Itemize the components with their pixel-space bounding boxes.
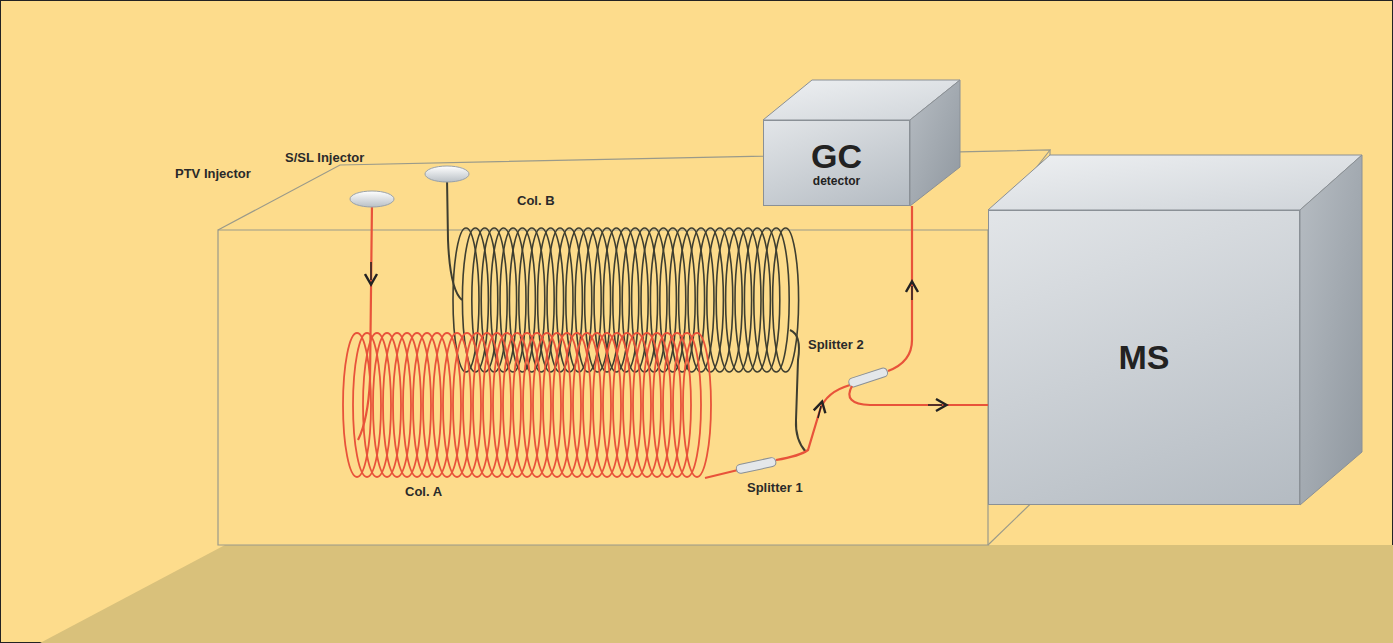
transfer-line	[776, 385, 850, 460]
gc-oven	[218, 150, 1050, 545]
ms-transfer-line	[849, 386, 988, 405]
ms-box: MS	[988, 210, 1300, 505]
injector-label: S/SL Injector	[283, 150, 366, 165]
detector-title: GC	[811, 139, 862, 175]
ptv-injector	[350, 191, 394, 207]
gc-detector-box: GCdetector	[763, 120, 910, 206]
splitter-2	[848, 367, 889, 388]
ms-title: MS	[1119, 340, 1170, 376]
ssl-injector	[425, 166, 469, 182]
injector-label: PTV Injector	[173, 166, 253, 181]
column-label: Col. B	[515, 193, 557, 208]
flow-arrow	[928, 404, 942, 406]
flow-arrow	[370, 262, 372, 280]
detector-subtitle: detector	[813, 175, 860, 188]
column-a-coil	[683, 333, 711, 477]
floor	[40, 545, 1393, 643]
splitter-1	[736, 457, 777, 474]
splitter-label: Splitter 2	[806, 337, 866, 352]
column-label: Col. A	[403, 484, 444, 499]
ms-top	[988, 155, 1362, 210]
flow-arrow	[911, 286, 913, 300]
column-a-outlet	[705, 470, 738, 478]
detector-side	[910, 80, 960, 206]
column-b-coil	[773, 228, 799, 372]
column-a-inlet	[358, 203, 372, 440]
column-b-outlet	[790, 330, 806, 452]
flow-arrow	[818, 406, 821, 418]
detector-line	[888, 206, 912, 371]
ms-side	[1300, 155, 1362, 505]
splitter-label: Splitter 1	[745, 480, 805, 495]
